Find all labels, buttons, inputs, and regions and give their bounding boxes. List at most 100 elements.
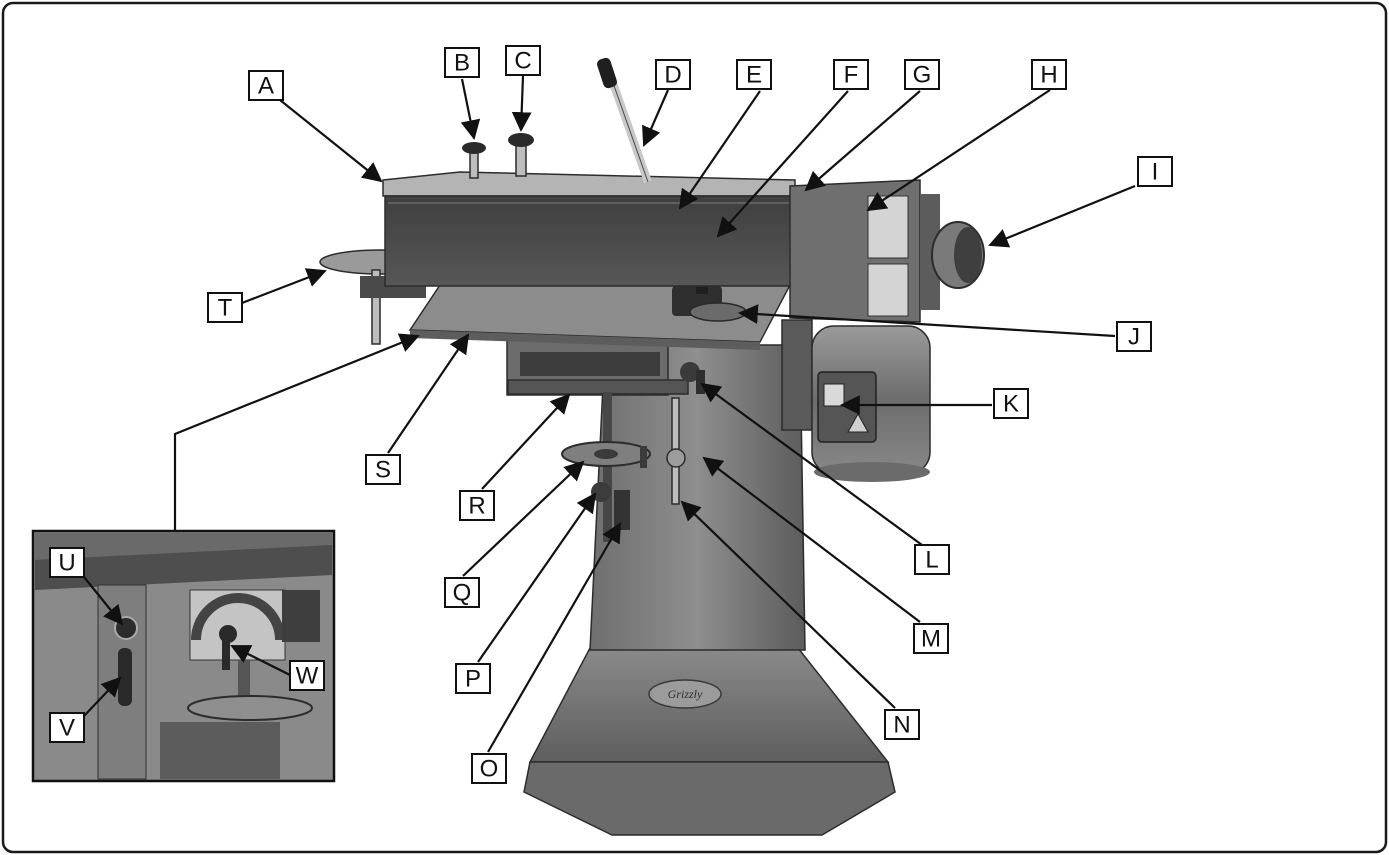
- callout-u: U: [49, 547, 85, 578]
- callout-m: M: [913, 623, 949, 654]
- callout-s: S: [365, 454, 401, 485]
- callout-h: H: [1031, 59, 1067, 90]
- leader-f: [716, 90, 849, 238]
- motor-endcap: [814, 462, 930, 482]
- svg-text:H: H: [1040, 62, 1057, 89]
- leader-p: [477, 492, 597, 663]
- inset-table-edge: [35, 545, 332, 590]
- leader-q: [462, 460, 585, 577]
- callout-f: F: [833, 59, 869, 90]
- lock-lever: [614, 490, 630, 530]
- logo-text: Grizzly: [668, 687, 703, 701]
- leader-l: [700, 382, 923, 546]
- leader-e: [678, 90, 761, 210]
- lock-knob: [591, 482, 611, 502]
- svg-text:C: C: [514, 48, 531, 75]
- svg-text:G: G: [913, 62, 932, 89]
- svg-text:Q: Q: [453, 580, 472, 607]
- tilt-rod-clamp: [666, 448, 686, 468]
- inset-right-block: [282, 590, 320, 642]
- callout-j: J: [1116, 321, 1152, 352]
- inset-scale-arc: [191, 593, 285, 641]
- svg-text:W: W: [296, 663, 319, 690]
- callout-r: R: [459, 490, 495, 521]
- svg-text:D: D: [664, 62, 681, 89]
- svg-text:K: K: [1003, 391, 1019, 418]
- dust-port-body: [920, 194, 940, 310]
- leader-b: [460, 78, 481, 140]
- svg-text:P: P: [465, 666, 481, 693]
- svg-text:I: I: [1152, 159, 1159, 186]
- sanding-belt: [384, 195, 796, 287]
- leader-h: [866, 89, 1051, 212]
- dust-port-opening: [954, 227, 982, 283]
- leader-o: [487, 522, 621, 753]
- table-bracket-slot: [520, 352, 660, 376]
- svg-text:T: T: [218, 295, 233, 322]
- callout-i: I: [1137, 156, 1173, 187]
- callout-g: G: [904, 59, 940, 90]
- tilt-lock-lever: [696, 370, 705, 394]
- inset-lock-lever-w: [222, 640, 230, 670]
- leader-w: [230, 645, 291, 676]
- leader-s: [387, 333, 470, 454]
- callout-labels: A B C D E F G H I J K L M N O P Q R S T …: [49, 45, 1173, 784]
- callout-a: A: [248, 70, 284, 101]
- callout-n: N: [884, 709, 920, 740]
- knob-b-post: [469, 149, 479, 179]
- leader-d: [642, 89, 670, 147]
- callout-o: O: [471, 753, 507, 784]
- callout-e: E: [736, 59, 772, 90]
- svg-text:R: R: [468, 493, 485, 520]
- svg-text:A: A: [258, 73, 274, 100]
- leader-v: [83, 676, 122, 717]
- leader-m: [702, 456, 921, 623]
- leader-a: [279, 99, 383, 183]
- knob-c-post: [515, 141, 527, 177]
- inset-screw: [238, 660, 250, 702]
- callout-p: P: [455, 663, 491, 694]
- leader-t: [241, 268, 327, 305]
- inset-lower-bracket: [160, 722, 280, 779]
- callout-c: C: [505, 45, 541, 76]
- svg-text:J: J: [1128, 324, 1140, 351]
- inset-lock-knob-w: [219, 625, 237, 643]
- motor-mount: [781, 319, 813, 431]
- svg-text:S: S: [375, 457, 391, 484]
- leader-inset: [173, 333, 420, 531]
- svg-text:E: E: [746, 62, 762, 89]
- leader-g: [804, 90, 921, 192]
- warning-decal: [847, 412, 869, 433]
- leader-j: [738, 304, 1116, 338]
- svg-text:M: M: [921, 626, 941, 653]
- svg-text:U: U: [58, 550, 75, 577]
- leader-c: [511, 75, 532, 132]
- power-switch: [823, 383, 845, 407]
- machine-base-foot: [523, 761, 896, 836]
- miter-gauge-scale: [689, 302, 747, 322]
- work-table-edge: [410, 330, 760, 350]
- svg-text:B: B: [454, 50, 470, 77]
- leader-lines: [83, 75, 1136, 753]
- callout-q: Q: [444, 577, 480, 608]
- callout-d: D: [655, 59, 691, 90]
- callout-w: W: [289, 660, 325, 691]
- grizzly-logo: [648, 679, 722, 709]
- handwheel-handle: [640, 446, 647, 468]
- callout-t: T: [207, 292, 243, 323]
- leader-u: [83, 576, 124, 626]
- knob-c: [508, 133, 534, 147]
- leader-i: [988, 184, 1136, 248]
- svg-text:V: V: [59, 715, 75, 742]
- knob-b: [462, 142, 486, 154]
- leader-n: [680, 500, 896, 709]
- callout-v: V: [49, 712, 85, 743]
- end-table-post: [371, 269, 381, 345]
- callout-k: K: [993, 388, 1029, 419]
- tilt-pivot: [680, 362, 700, 382]
- callout-b: B: [444, 47, 480, 78]
- bracket-rail: [507, 379, 689, 395]
- svg-text:N: N: [893, 712, 910, 739]
- housing-decal-2: [867, 263, 909, 317]
